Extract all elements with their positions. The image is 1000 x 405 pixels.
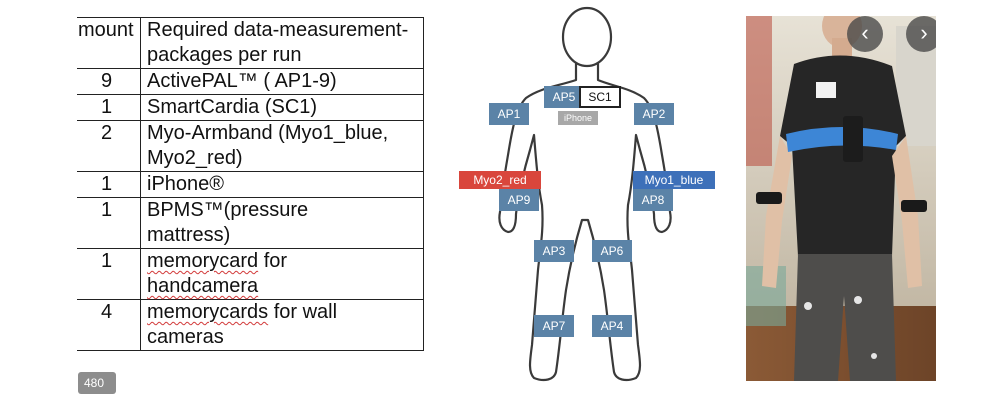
package-cell: iPhone® <box>140 171 424 198</box>
package-cell: SmartCardia (SC1) <box>140 94 424 121</box>
body-outline <box>498 62 672 382</box>
amount-cell: 1 <box>77 171 141 198</box>
table-row: 1 memorycard for handcamera <box>77 248 424 300</box>
subject-photo-illustration <box>746 16 936 381</box>
package-cell: Myo-Armband (Myo1_blue, Myo2_red) <box>140 120 424 172</box>
sensor-label-ap4: AP4 <box>592 315 632 337</box>
sensor-label-ap1: AP1 <box>489 103 529 125</box>
sensor-label-ap6: AP6 <box>592 240 632 262</box>
package-line: Myo2_red) <box>147 147 243 169</box>
package-word: handcamera <box>147 275 259 297</box>
table-row: 9 ActivePAL™ ( AP1-9) <box>77 68 424 95</box>
packages-table-panel: mount Required data-measurement-packages… <box>77 17 443 385</box>
amount-header: mount <box>77 17 141 69</box>
package-word: for <box>258 250 288 272</box>
packages-table: mount Required data-measurement-packages… <box>77 17 424 351</box>
package-line: mattress) <box>147 224 231 246</box>
package-line: handcamera <box>147 274 419 299</box>
sensor-label-iphone: iPhone <box>558 111 598 125</box>
human-silhouette <box>498 6 672 382</box>
page-number-badge: 480 <box>78 372 116 394</box>
sensor-label-ap2: AP2 <box>634 103 674 125</box>
amount-cell: 1 <box>77 248 141 300</box>
required-header-text: Required data-measurement-packages per r… <box>147 19 409 66</box>
package-line: Myo-Armband (Myo1_blue, <box>147 122 389 144</box>
package-line: BPMS™(pressure <box>147 199 309 221</box>
package-word: memorycards <box>147 301 269 323</box>
table-row: 2 Myo-Armband (Myo1_blue, Myo2_red) <box>77 120 424 172</box>
package-word: memorycard <box>147 250 259 272</box>
sensor-label-ap8: AP8 <box>633 189 673 211</box>
table-row: 1 SmartCardia (SC1) <box>77 94 424 121</box>
package-line: cameras <box>147 326 224 348</box>
sensor-label-ap5: AP5 <box>544 86 584 108</box>
amount-cell: 1 <box>77 197 141 249</box>
table-row: 4 memorycards for wall cameras <box>77 299 424 351</box>
subject-photo: ‹ › <box>746 16 936 381</box>
package-cell: memorycards for wall cameras <box>140 299 424 351</box>
sensor-label-ap7: AP7 <box>534 315 574 337</box>
package-line: memorycard for <box>147 249 419 274</box>
sensor-label-myo1-blue: Myo1_blue <box>633 171 715 189</box>
amount-cell: 4 <box>77 299 141 351</box>
table-row: 1 BPMS™(pressure mattress) <box>77 197 424 249</box>
body-sensor-diagram: AP5 SC1 iPhone AP1 AP2 Myo2_red Myo1_blu… <box>456 0 726 400</box>
package-word: for wall <box>268 301 338 323</box>
table-row: 1 iPhone® <box>77 171 424 198</box>
sensor-label-ap9: AP9 <box>499 189 539 211</box>
package-cell: BPMS™(pressure mattress) <box>140 197 424 249</box>
amount-cell: 2 <box>77 120 141 172</box>
required-header: Required data-measurement-packages per r… <box>140 17 424 69</box>
table-header-row: mount Required data-measurement-packages… <box>77 17 424 69</box>
package-cell: ActivePAL™ ( AP1-9) <box>140 68 424 95</box>
package-cell: memorycard for handcamera <box>140 248 424 300</box>
sensor-label-sc1: SC1 <box>579 86 621 108</box>
package-line: memorycards for wall <box>147 300 419 325</box>
amount-cell: 9 <box>77 68 141 95</box>
sensor-label-ap3: AP3 <box>534 240 574 262</box>
sensor-label-myo2-red: Myo2_red <box>459 171 541 189</box>
chevron-left-icon[interactable]: ‹ <box>847 16 883 52</box>
chevron-right-icon[interactable]: › <box>906 16 936 52</box>
amount-cell: 1 <box>77 94 141 121</box>
head-outline <box>561 6 613 68</box>
